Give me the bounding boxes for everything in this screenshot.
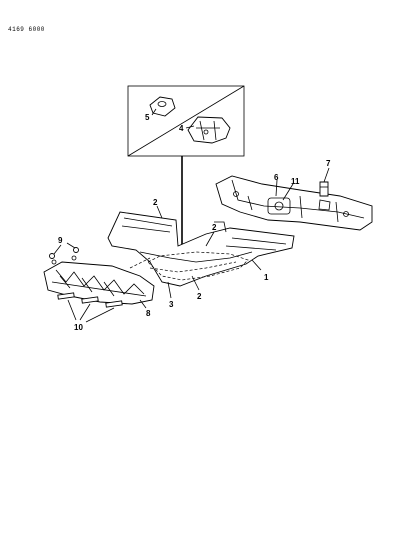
callout-1: 1: [264, 273, 269, 282]
document-id: 4169 6000: [8, 26, 45, 33]
callout-4: 4: [179, 124, 184, 133]
leader-lines: [139, 108, 330, 309]
bracket-part-4: [187, 116, 231, 144]
bracket-part-7: [319, 181, 329, 197]
floor-pan-part-1: [107, 211, 295, 287]
callout-2-mid: 2: [212, 223, 217, 232]
rear-crossmember-part-6: [215, 175, 373, 231]
callout-2-upper: 2: [153, 198, 158, 207]
callout-2-lower: 2: [197, 292, 202, 301]
clip-part-5: [149, 96, 176, 117]
callout-10: 10: [74, 323, 83, 332]
insulation-part-3: [147, 251, 249, 281]
callout-7: 7: [326, 159, 331, 168]
guide-line: [129, 257, 151, 269]
callout-5: 5: [145, 113, 150, 122]
callout-6: 6: [274, 173, 279, 182]
callout-3: 3: [169, 300, 174, 309]
fasteners-part-9: [49, 242, 79, 259]
callout-9: 9: [58, 236, 63, 245]
callout-11: 11: [291, 177, 300, 186]
pads-part-10: [57, 292, 123, 323]
callout-8: 8: [146, 309, 151, 318]
